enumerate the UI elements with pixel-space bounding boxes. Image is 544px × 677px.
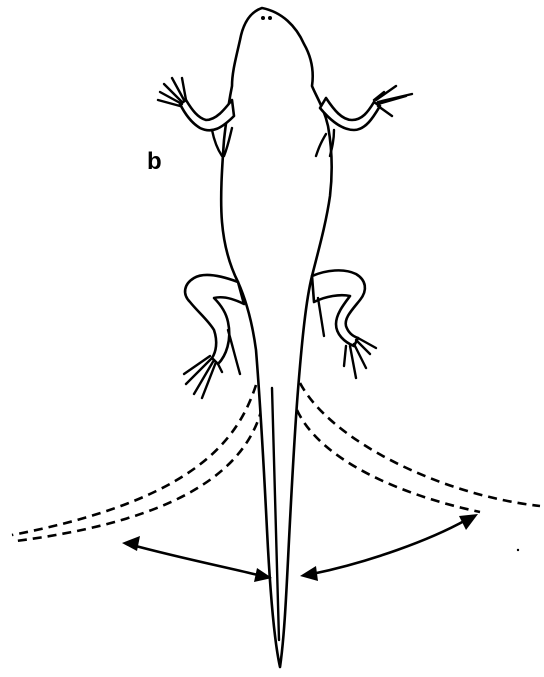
stray-mark bbox=[517, 549, 519, 551]
right-tail-sweep-paths bbox=[297, 383, 540, 512]
panel-label: b bbox=[147, 150, 162, 174]
left-tail-sweep-paths bbox=[12, 385, 262, 541]
right-motion-arrow bbox=[300, 514, 478, 581]
left-motion-arrow bbox=[122, 536, 272, 582]
left-hind-leg bbox=[184, 275, 244, 398]
right-hind-leg bbox=[312, 270, 376, 378]
